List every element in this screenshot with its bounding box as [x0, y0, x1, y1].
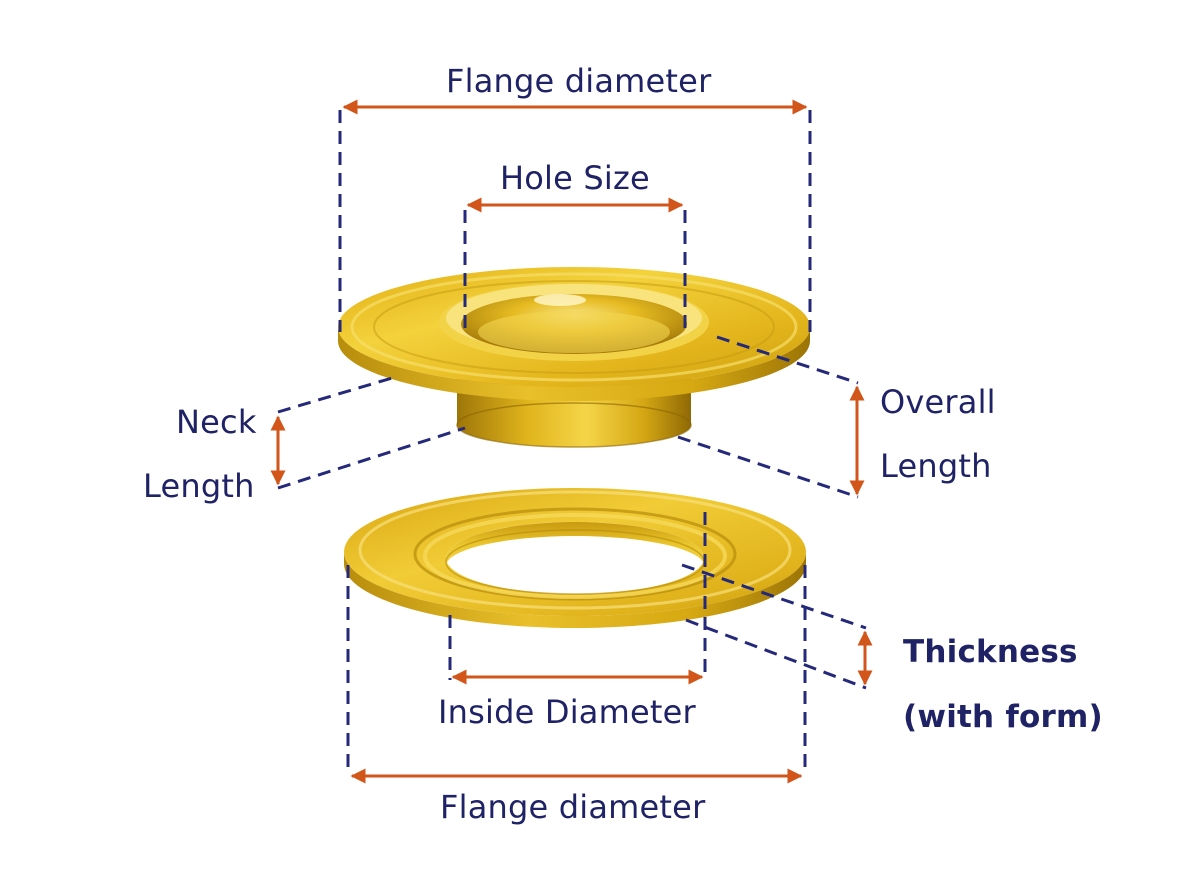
guide-overall-bottom: [677, 435, 859, 499]
label-neck-length: Length: [143, 467, 255, 505]
guide-thickness-bottom: [685, 618, 867, 690]
label-inside-diameter: Inside Diameter: [438, 693, 696, 731]
label-with-form: (with form): [903, 699, 1103, 735]
guide-thickness-top: [681, 563, 867, 630]
guide-neck-top: [277, 376, 393, 414]
label-overall-length: Length: [880, 447, 992, 485]
label-flange-diameter-top: Flange diameter: [446, 62, 712, 100]
label-overall: Overall: [880, 383, 996, 421]
label-flange-diameter-bottom: Flange diameter: [440, 788, 706, 826]
top-flange-rim: [338, 327, 810, 401]
bottom-washer: [344, 488, 806, 628]
dimension-arrows: [270, 99, 873, 784]
guide-neck-bottom: [277, 426, 466, 490]
guide-overall-top: [716, 335, 859, 385]
washer-rim: [344, 552, 806, 628]
label-hole-size: Hole Size: [500, 159, 650, 197]
dimension-guides: [277, 110, 867, 775]
label-neck: Neck: [176, 403, 257, 441]
washer-inner-wall: [446, 522, 704, 566]
label-thickness: Thickness: [903, 634, 1078, 670]
top-grommet: [338, 267, 810, 448]
